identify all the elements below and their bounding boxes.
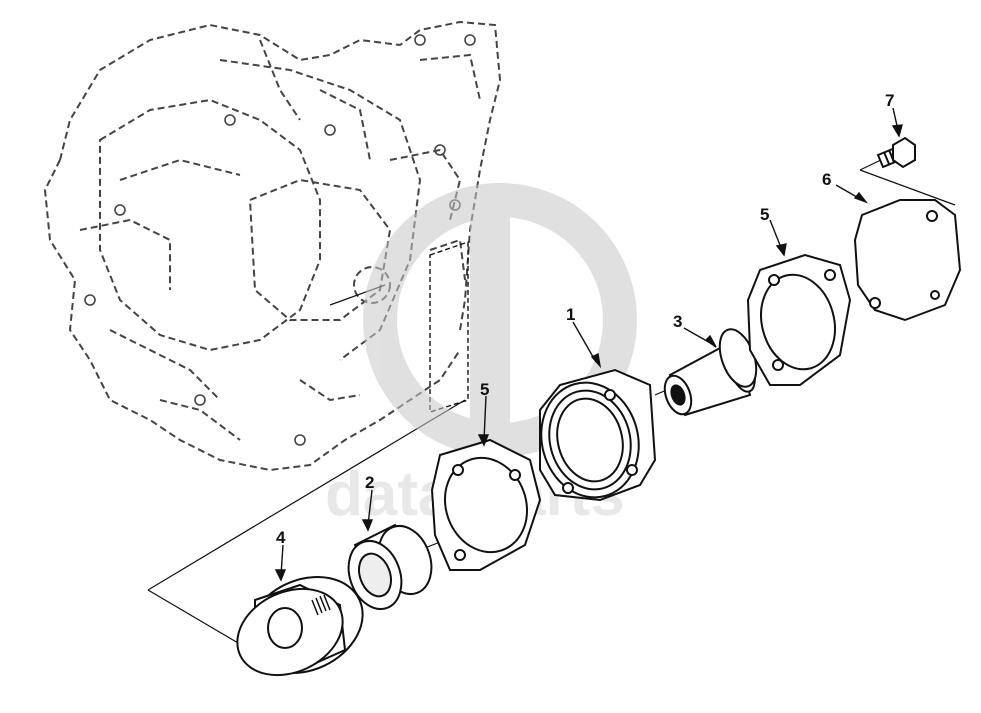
callout-6: 6 <box>822 170 831 189</box>
part-gasket-outer <box>746 253 852 386</box>
part-cover-plate <box>853 199 962 322</box>
callout-5b: 5 <box>760 205 769 224</box>
part-housing <box>539 368 657 502</box>
part-sleeve <box>663 328 758 417</box>
part-bolt <box>876 136 916 169</box>
part-bearing <box>347 523 433 610</box>
callout-3: 3 <box>673 312 682 331</box>
mounting-face <box>429 241 469 413</box>
callout-4: 4 <box>276 528 286 547</box>
leader-arrows <box>274 107 903 582</box>
part-gear <box>236 575 364 677</box>
part-gasket-inner <box>430 438 542 571</box>
callout-5a: 5 <box>480 380 489 399</box>
callout-2: 2 <box>365 473 374 492</box>
callout-1: 1 <box>566 305 575 324</box>
callout-7: 7 <box>885 91 894 110</box>
callout-labels: 1 2 3 4 5 5 6 7 <box>276 91 894 547</box>
